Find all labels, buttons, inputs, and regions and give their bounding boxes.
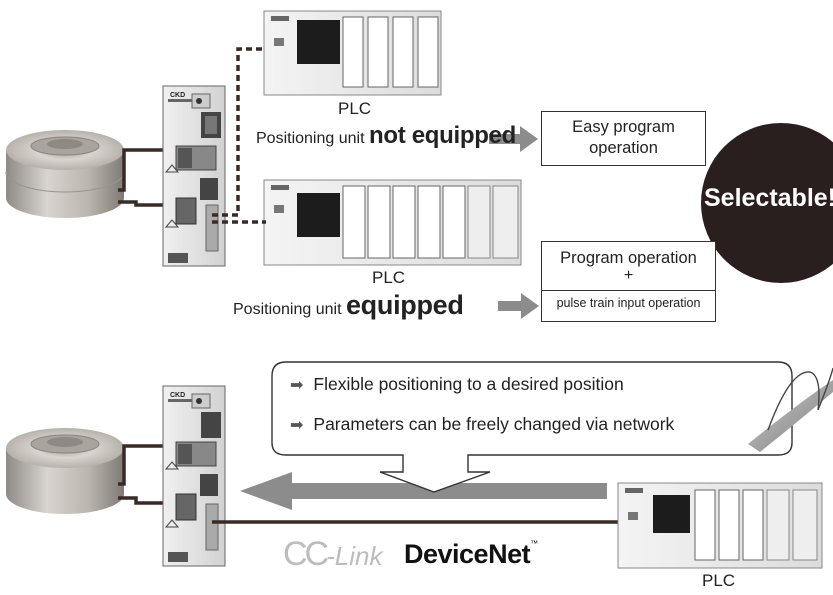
motor-bottom [6,428,124,514]
feature-callout-bubble [271,361,793,493]
easy-program-line2: operation [589,139,658,157]
feature-2-text: Parameters can be freely changed via net… [313,414,675,434]
program-operation-line: Program operation [560,249,697,267]
positioning-not-equipped-label: Positioning unit not equipped [256,122,516,150]
not-equipped-emphasis: not equipped [368,122,517,149]
dashed-link-lines [212,47,266,224]
motor-top [5,130,125,218]
selectable-badge-text: Selectable! [704,184,833,212]
pulse-train-line: pulse train input operation [542,290,715,310]
easy-program-line1: Easy program [572,118,675,136]
driver-unit-bottom: CKD [162,385,226,567]
equipped-prefix: Positioning unit [233,301,342,318]
plc-middle [263,179,522,266]
plc-top [263,10,442,96]
plc-label-top: PLC [338,99,372,118]
equipped-emphasis: equipped [345,290,464,320]
motor-cables-bottom [118,444,188,505]
driver-unit-top: CKD [162,85,226,267]
arrow-network-to-driver [240,472,607,510]
plc-label-bottom: PLC [702,571,736,590]
easy-program-box: Easy program operation [541,111,706,166]
feature-1-text: Flexible positioning to a desired positi… [313,374,624,394]
selectable-badge [701,123,833,283]
arrow-not-equipped [489,126,538,152]
arrow-right-icon: ➡ [290,417,304,434]
svg-text:CKD: CKD [170,92,185,99]
feature-flexible-positioning: ➡ Flexible positioning to a desired posit… [290,374,624,395]
devicenet-logo: DeviceNet™ [404,539,538,569]
positioning-equipped-label: Positioning unit equipped [233,290,464,321]
arrow-equipped [498,293,539,319]
program-pulse-box: Program operation + pulse train input op… [541,241,716,322]
svg-text:CKD: CKD [170,392,185,399]
arrow-right-icon: ➡ [290,377,304,394]
feature-parameters-network: ➡ Parameters can be freely changed via ne… [290,414,674,435]
swoosh-decoration-icon [748,367,833,452]
plus-line: + [623,267,634,284]
motor-cables-top [118,148,188,207]
plc-bottom [617,482,823,569]
not-equipped-prefix: Positioning unit [256,130,365,147]
cc-link-logo: CC-Link [283,535,383,573]
plc-label-middle: PLC [372,268,406,287]
